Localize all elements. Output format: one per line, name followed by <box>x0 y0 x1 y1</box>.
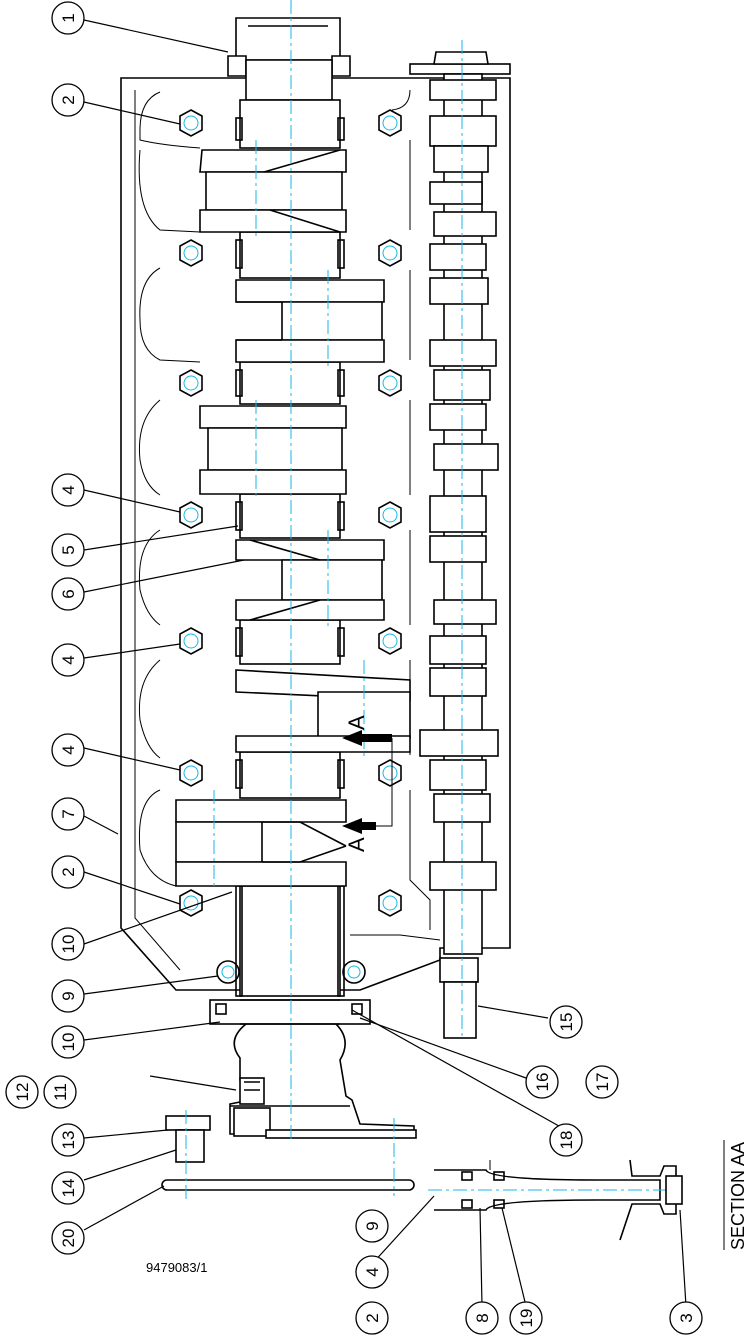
balloon-5: 5 <box>51 533 85 567</box>
balloon-3-label: 3 <box>677 1313 696 1322</box>
balloon-3: 3 <box>669 1301 703 1335</box>
section-aa-view: SECTION AA <box>428 1140 748 1250</box>
part-number: 9479083/1 <box>146 1260 207 1275</box>
balloon-2a-label: 2 <box>59 95 78 104</box>
balloon-4b-label: 4 <box>59 655 78 664</box>
balloon-8: 8 <box>465 1301 499 1335</box>
balloon-15: 15 <box>549 1005 583 1039</box>
balloon-12: 12 <box>5 1075 39 1109</box>
balloon-10b: 10 <box>51 1025 85 1059</box>
balloon-2c: 2 <box>355 1301 389 1335</box>
centerlines <box>185 0 463 1200</box>
balloon-11-label: 11 <box>51 1083 70 1101</box>
balloon-2b: 2 <box>51 855 85 889</box>
balloon-17-label: 17 <box>593 1073 612 1092</box>
balloon-4d-label: 4 <box>363 1267 382 1276</box>
balloon-4a-label: 4 <box>59 485 78 494</box>
balloon-10b-label: 10 <box>59 1033 78 1052</box>
balloon-5-label: 5 <box>59 545 78 554</box>
balloon-4a: 4 <box>51 473 85 507</box>
balloon-1: 1 <box>51 1 85 35</box>
balloon-13: 13 <box>51 1123 85 1157</box>
balloon-14: 14 <box>51 1171 85 1205</box>
balloon-15-label: 15 <box>557 1013 576 1032</box>
balloon-2b-label: 2 <box>59 867 78 876</box>
balloon-16-label: 16 <box>533 1073 552 1092</box>
balloon-10a: 10 <box>51 927 85 961</box>
balloon-14-label: 14 <box>59 1179 78 1198</box>
balloon-9a: 9 <box>51 979 85 1013</box>
balloon-6-label: 6 <box>59 589 78 598</box>
balloon-10a-label: 10 <box>59 935 78 954</box>
balloon-17: 17 <box>585 1065 619 1099</box>
section-title: SECTION AA <box>728 1142 748 1250</box>
balloon-20-label: 20 <box>59 1229 78 1248</box>
balloon-9a-label: 9 <box>59 991 78 1000</box>
balloon-20: 20 <box>51 1221 85 1255</box>
balloon-19-label: 19 <box>517 1309 536 1328</box>
balloon-7-label: 7 <box>59 809 78 818</box>
balloon-16: 16 <box>525 1065 559 1099</box>
balloon-13-label: 13 <box>59 1131 78 1150</box>
balloon-19: 19 <box>509 1301 543 1335</box>
balloon-4c-label: 4 <box>59 745 78 754</box>
balloon-18-label: 18 <box>557 1131 576 1150</box>
section-marker-top: A <box>344 715 369 730</box>
balloon-4d: 4 <box>355 1255 389 1289</box>
main-bearing-bolts <box>179 109 402 984</box>
balloon-9b-label: 9 <box>363 1221 382 1230</box>
camshaft <box>409 51 511 1039</box>
balloon-1-label: 1 <box>59 13 78 22</box>
balloon-8-label: 8 <box>473 1313 492 1322</box>
balloon-2a: 2 <box>51 83 85 117</box>
balloon-4b: 4 <box>51 643 85 677</box>
balloon-4c: 4 <box>51 733 85 767</box>
balloon-11: 11 <box>43 1075 77 1109</box>
section-marker-bottom: A <box>344 837 369 852</box>
balloon-9b: 9 <box>355 1209 389 1243</box>
section-cut-line: A A <box>342 715 393 852</box>
balloon-12-label: 12 <box>13 1083 32 1102</box>
balloon-18: 18 <box>549 1123 583 1157</box>
balloon-2c-label: 2 <box>363 1313 382 1322</box>
balloon-6: 6 <box>51 577 85 611</box>
leader-lines <box>83 19 687 1307</box>
balloon-7: 7 <box>51 797 85 831</box>
crankshaft <box>161 17 417 1191</box>
